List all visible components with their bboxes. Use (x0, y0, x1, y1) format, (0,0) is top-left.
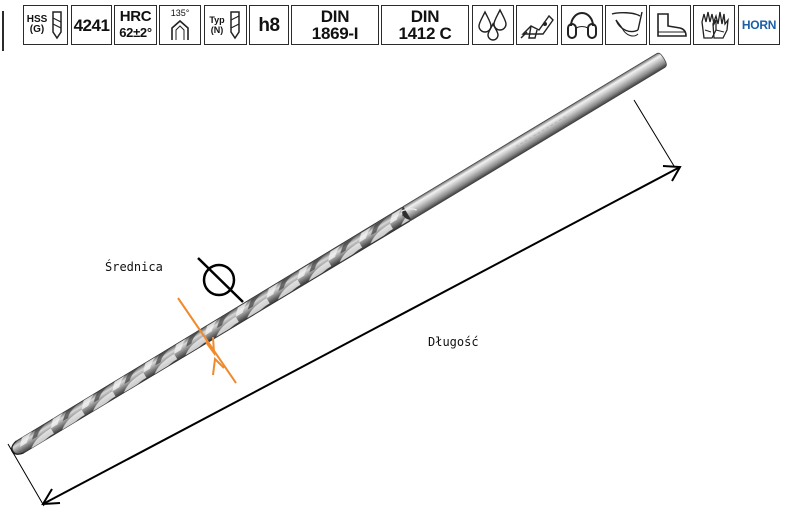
din-1412-badge: DIN 1412 C (381, 5, 469, 45)
safety-boot-icon (649, 5, 691, 45)
gloves-icon (693, 5, 735, 45)
hss-label: HSS (26, 14, 48, 25)
hss-g-badge: HSS (G) (23, 5, 68, 45)
length-arrowhead-right (662, 165, 682, 182)
drill-shank (402, 52, 667, 221)
din-1869-number: 1869-I (311, 24, 359, 43)
hrc-label: HRC (119, 8, 152, 25)
h8-label: h8 (258, 14, 280, 36)
coolant-drops-icon (472, 5, 514, 45)
typ-label: Typ (209, 15, 225, 25)
length-extension-right (633, 99, 675, 167)
drill-type-icon (229, 11, 240, 40)
flute-spiral (16, 207, 411, 453)
power-drill-icon (516, 5, 558, 45)
diameter-arrow-lower (212, 356, 225, 376)
length-arrow-line (42, 166, 681, 505)
ear-protection-icon (561, 5, 603, 45)
code-4241-label: 4241 (73, 15, 110, 35)
boot-graphic (657, 13, 687, 37)
angle-135-label: 135° (170, 8, 190, 18)
diameter-marker (177, 297, 237, 384)
hrc-badge: HRC 62±2° (114, 5, 157, 45)
point-angle-icon (171, 19, 189, 40)
drill-shank-icon (52, 11, 63, 40)
length-extension-left (7, 443, 45, 507)
drops-graphic (478, 8, 507, 41)
horn-logo-badge: HORN (738, 5, 780, 45)
length-label: Długość (428, 335, 479, 349)
feature-icon-bar: HSS (G) 4241 HRC 62±2° 135° Typ (N) (0, 5, 785, 51)
din-1412-number: 1412 C (398, 24, 452, 43)
diameter-line (177, 297, 237, 384)
diameter-symbol-icon (197, 257, 244, 303)
length-dimension (7, 99, 682, 507)
goggles-graphic (611, 11, 643, 37)
code-4241-badge: 4241 (71, 5, 112, 45)
hrc-value-label: 62±2° (119, 25, 152, 40)
earmuffs-graphic (567, 12, 597, 39)
drill-graphic (520, 14, 554, 39)
length-arrowhead-left (41, 488, 61, 506)
angle-135-badge: 135° (159, 5, 201, 45)
eye-protection-icon (605, 5, 647, 45)
horn-logo-text: HORN (741, 18, 777, 32)
toolbar-left-edge (2, 11, 4, 51)
din-1869-label: DIN (320, 7, 350, 26)
shank-engraving (515, 115, 568, 147)
din-1869-badge: DIN 1869-I (291, 5, 379, 45)
h8-badge: h8 (249, 5, 289, 45)
din-1412-label: DIN (410, 7, 440, 26)
hss-grade-label: (G) (29, 24, 45, 35)
diameter-arrow-upper (205, 336, 216, 357)
typ-n-badge: Typ (N) (204, 5, 247, 45)
drill-bit (11, 52, 667, 455)
gloves-graphic (701, 11, 729, 39)
diameter-label: Średnica (105, 260, 163, 274)
typ-value-label: (N) (210, 25, 224, 35)
